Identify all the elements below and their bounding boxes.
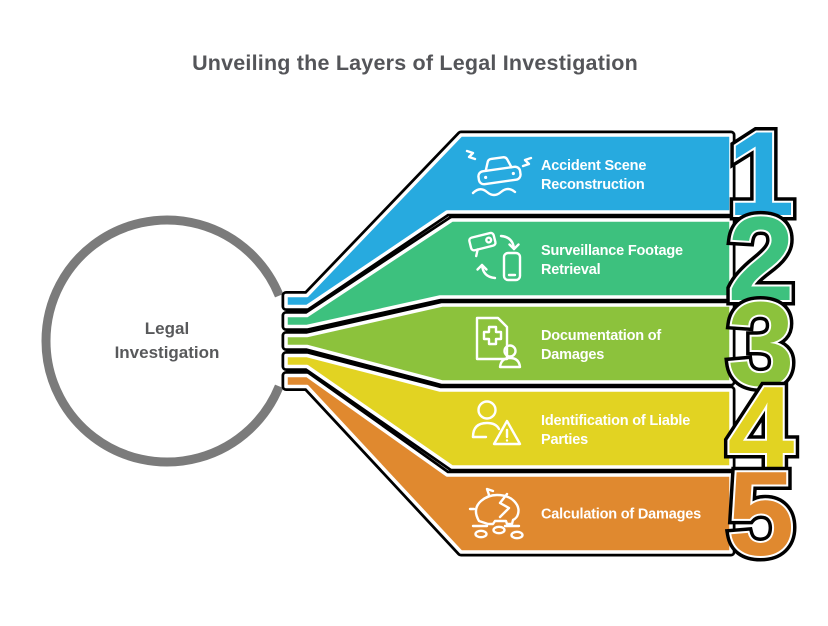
step-numbers: 1 1 2 2 3 3 4 4 5 5 (722, 102, 800, 587)
banner-label-2-line1: Surveillance Footage (541, 243, 683, 259)
banner-labels: Accident Scene Reconstruction Surveillan… (541, 158, 701, 523)
center-label: Legal Investigation (115, 319, 220, 362)
banner-label-2-line2: Retrieval (541, 262, 600, 278)
center-label-line1: Legal (145, 319, 189, 338)
banner-calculation (284, 373, 733, 554)
page-title: Unveiling the Layers of Legal Investigat… (192, 51, 638, 75)
step-number-1-outline: 1 (728, 107, 795, 241)
step-number-4-outline: 4 (728, 362, 795, 496)
step-number-5-outline: 5 (728, 447, 795, 581)
banner-surveillance-footage (284, 218, 733, 329)
banner-label-4-line1: Identification of Liable (541, 413, 690, 429)
piggy-bank-icon (468, 487, 524, 540)
step-number-4: 4 (728, 362, 795, 496)
person-warning-icon (471, 400, 522, 446)
step-number-3-outline: 3 (728, 277, 795, 411)
surveillance-sync-icon (468, 231, 522, 282)
step-number-2-outline: 2 (728, 192, 795, 326)
legal-investigation-ring (41, 215, 284, 467)
banner-label-3-line2: Damages (541, 347, 604, 363)
medical-document-icon (475, 316, 522, 369)
banner-label-3-line1: Documentation of (541, 328, 661, 344)
banner-label-5-line1: Calculation of Damages (541, 507, 701, 523)
step-number-2: 2 (728, 192, 795, 326)
step-number-3: 3 (728, 277, 795, 411)
center-label-line2: Investigation (115, 343, 220, 362)
banner-label-1-line1: Accident Scene (541, 158, 646, 174)
banner-label-4-line2: Parties (541, 432, 588, 448)
banner-label-1-line2: Reconstruction (541, 177, 645, 193)
banner-accident-scene (284, 133, 733, 309)
step-number-5: 5 (728, 447, 795, 581)
banner-liable-parties (284, 353, 733, 469)
car-accident-icon (465, 149, 533, 197)
banner-documentation (284, 303, 733, 384)
step-number-1: 1 (728, 107, 795, 241)
